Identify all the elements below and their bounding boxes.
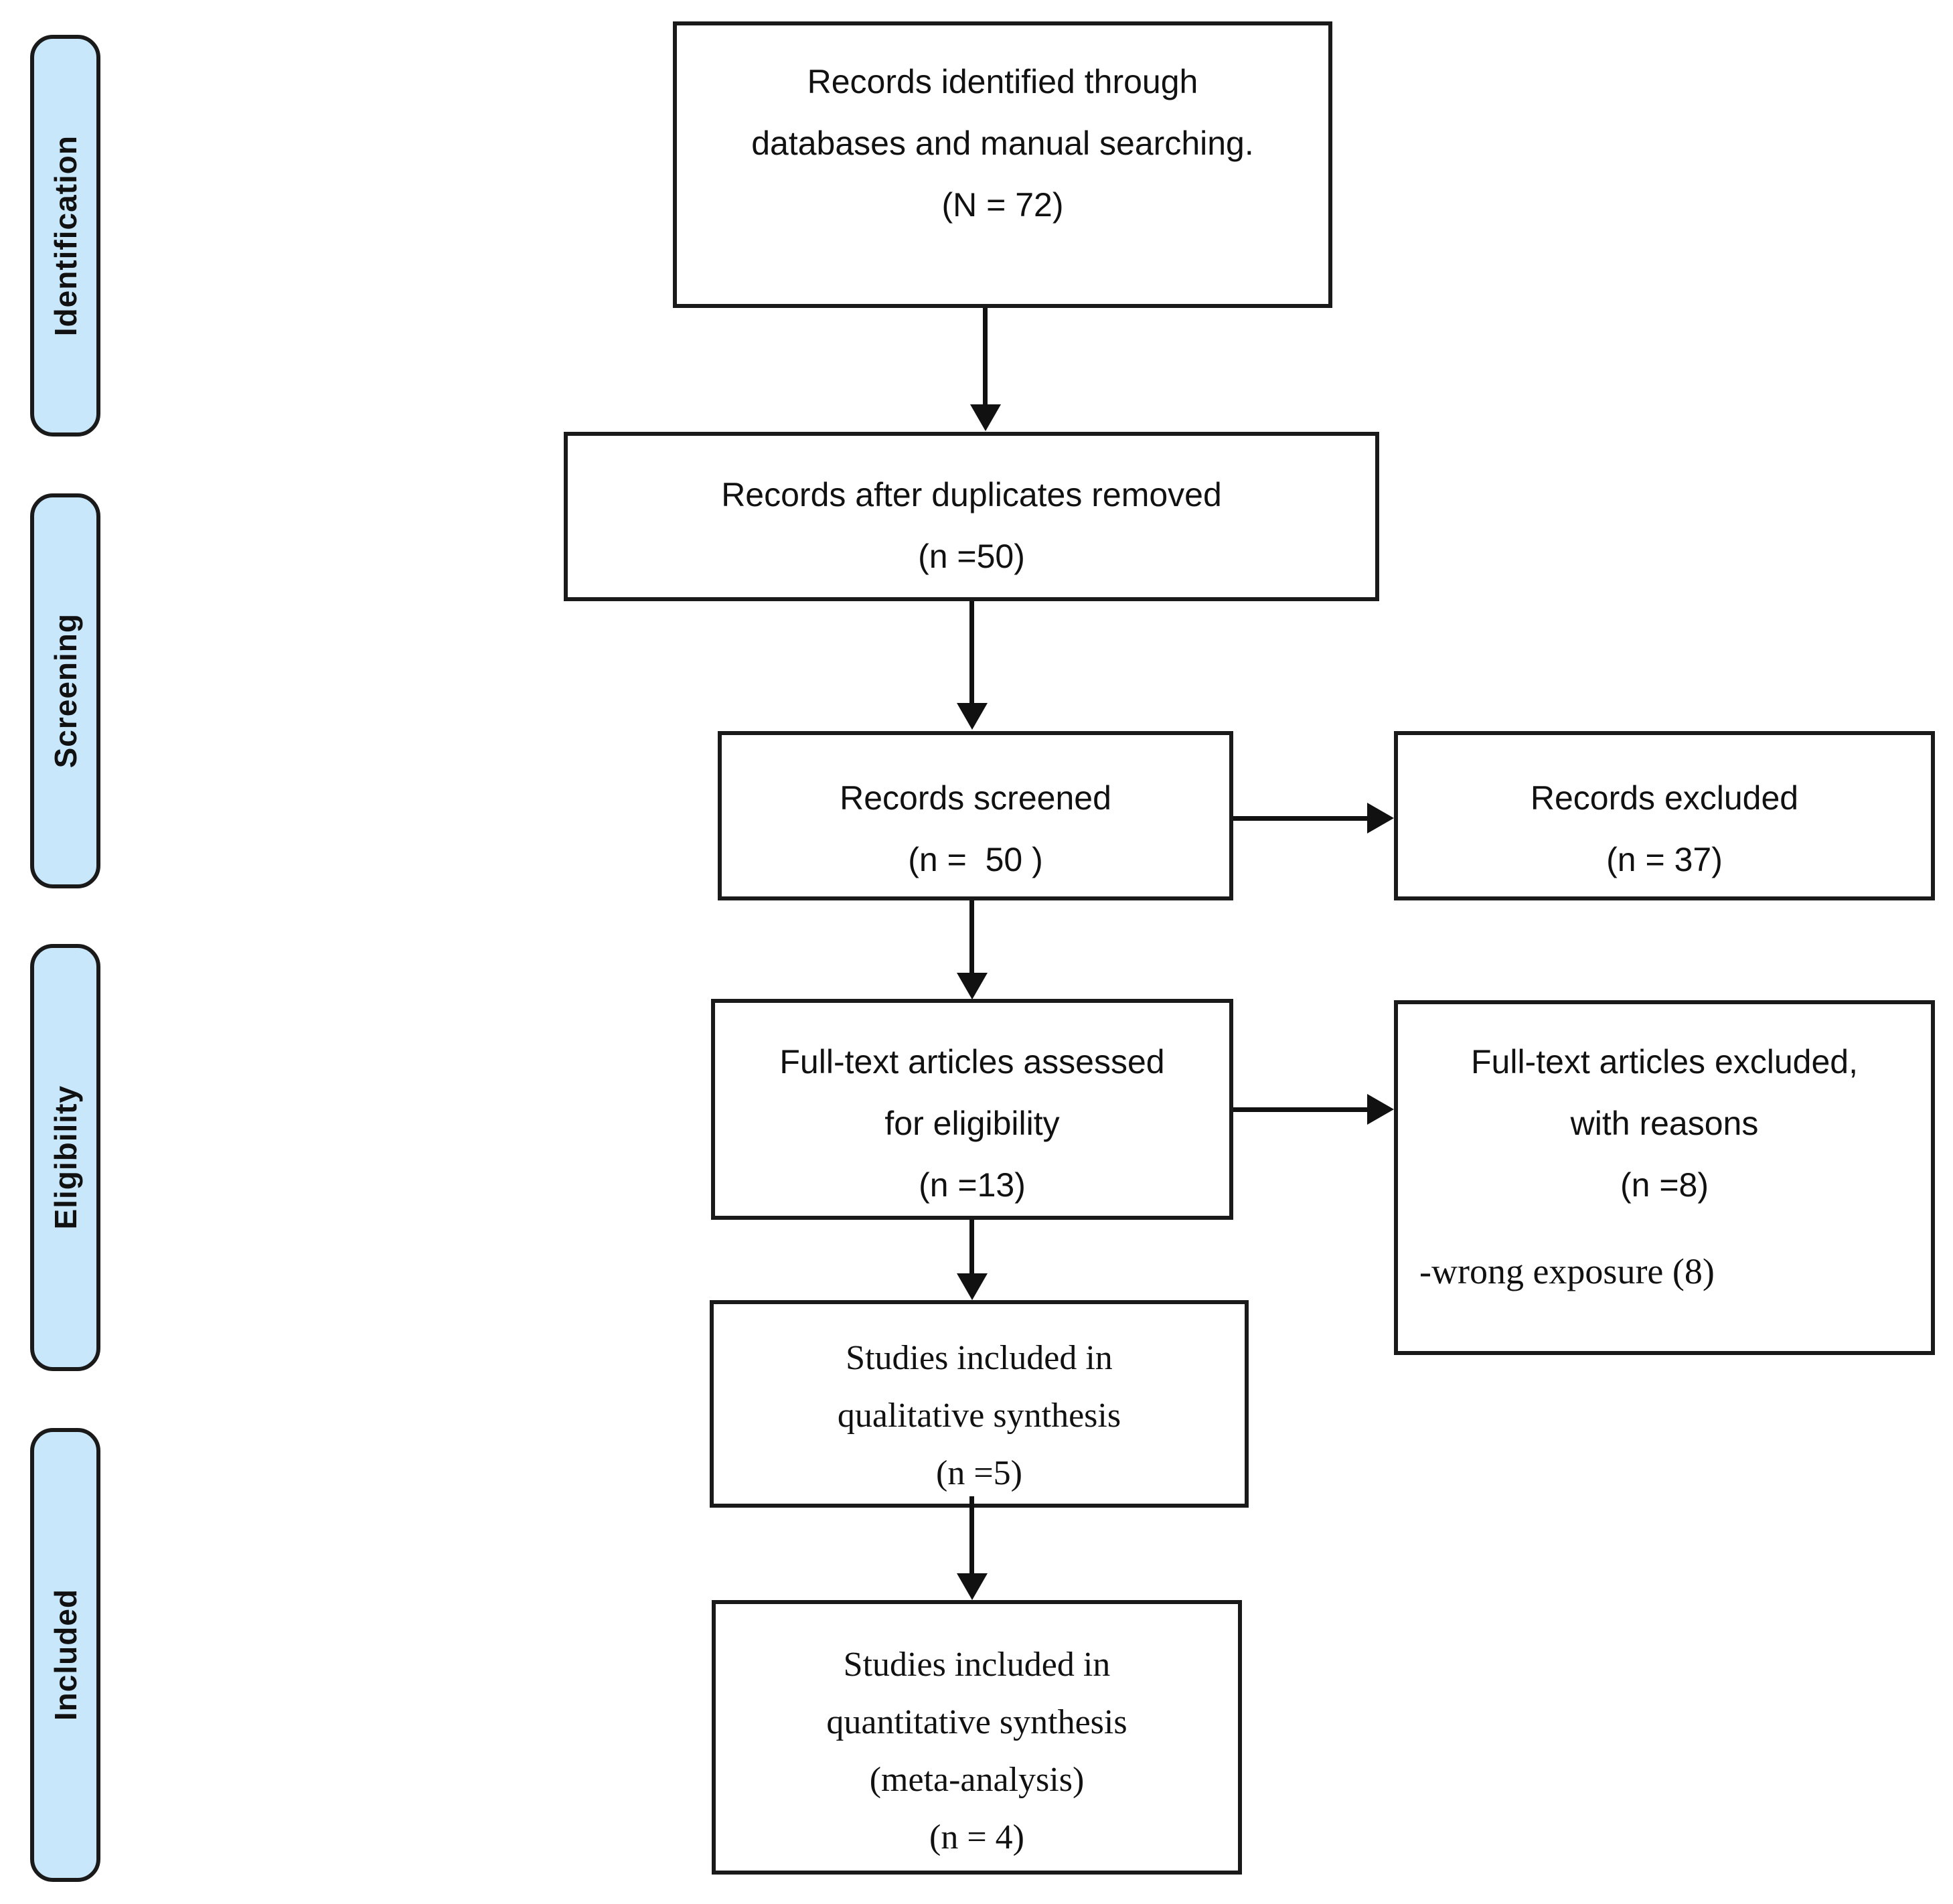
- connector-fulltext-to-qualitative: [969, 1220, 974, 1275]
- stage-screening: Screening: [30, 493, 100, 888]
- box-fulltext-assessed-line-2: for eligibility: [884, 1105, 1060, 1142]
- connector-fulltext-to-excluded: [1233, 1107, 1379, 1112]
- box-records-screened: Records screened (n = 50 ): [718, 731, 1233, 900]
- arrowhead-fulltext-to-qualitative: [957, 1273, 988, 1300]
- box-records-screened-line-2: (n = 50 ): [908, 841, 1043, 878]
- stage-included: Included: [30, 1428, 100, 1882]
- arrowhead-qualitative-to-quantitative: [957, 1573, 988, 1600]
- stage-included-label: Included: [48, 1589, 83, 1721]
- box-fulltext-excluded-line-2: with reasons: [1570, 1105, 1759, 1142]
- box-quantitative-synthesis: Studies included in quantitative synthes…: [712, 1600, 1242, 1875]
- box-records-after-duplicates: Records after duplicates removed (n =50): [564, 432, 1379, 601]
- box-records-identified: Records identified through databases and…: [673, 21, 1332, 308]
- box-fulltext-assessed-line-1: Full-text articles assessed: [779, 1043, 1165, 1081]
- box-records-excluded: Records excluded (n = 37): [1394, 731, 1935, 900]
- connector-screened-to-excluded: [1233, 816, 1379, 821]
- box-records-identified-line-3: (N = 72): [941, 186, 1064, 224]
- connector-screened-to-fulltext: [969, 900, 974, 974]
- box-fulltext-assessed: Full-text articles assessed for eligibil…: [711, 999, 1233, 1220]
- box-records-after-duplicates-line-2: (n =50): [918, 538, 1025, 575]
- stage-identification: Identification: [30, 35, 100, 437]
- box-records-after-duplicates-line-1: Records after duplicates removed: [721, 476, 1222, 513]
- arrowhead-screened-to-excluded: [1367, 803, 1394, 834]
- box-fulltext-assessed-line-3: (n =13): [919, 1166, 1026, 1204]
- box-qualitative-synthesis-line-1: Studies included in: [846, 1339, 1113, 1377]
- stage-eligibility: Eligibility: [30, 944, 100, 1371]
- stage-eligibility-label: Eligibility: [48, 1085, 83, 1230]
- stage-identification-label: Identification: [48, 135, 83, 337]
- stage-screening-label: Screening: [48, 613, 83, 769]
- box-fulltext-excluded-line-1: Full-text articles excluded,: [1470, 1043, 1858, 1081]
- box-fulltext-excluded-reason-1: -wrong exposure (8): [1419, 1251, 1715, 1291]
- box-quantitative-synthesis-line-1: Studies included in: [843, 1646, 1111, 1684]
- connector-identified-to-duplicates: [983, 308, 988, 407]
- box-records-identified-line-2: databases and manual searching.: [751, 125, 1254, 162]
- box-quantitative-synthesis-line-3: (meta-analysis): [869, 1761, 1085, 1799]
- box-qualitative-synthesis: Studies included in qualitative synthesi…: [710, 1300, 1249, 1508]
- arrowhead-identified-to-duplicates: [970, 404, 1001, 431]
- arrowhead-duplicates-to-screened: [957, 703, 988, 730]
- box-qualitative-synthesis-line-2: qualitative synthesis: [837, 1397, 1121, 1435]
- box-records-screened-line-1: Records screened: [840, 779, 1111, 817]
- arrowhead-fulltext-to-excluded: [1367, 1094, 1394, 1125]
- box-records-identified-line-1: Records identified through: [807, 63, 1198, 100]
- box-quantitative-synthesis-line-4: (n = 4): [929, 1818, 1024, 1856]
- connector-duplicates-to-screened: [969, 601, 974, 703]
- box-records-excluded-line-2: (n = 37): [1606, 841, 1723, 878]
- box-fulltext-excluded: Full-text articles excluded, with reason…: [1394, 1000, 1935, 1355]
- box-quantitative-synthesis-line-2: quantitative synthesis: [826, 1703, 1127, 1741]
- box-records-excluded-line-1: Records excluded: [1530, 779, 1799, 817]
- box-fulltext-excluded-line-3: (n =8): [1620, 1166, 1709, 1204]
- box-qualitative-synthesis-line-3: (n =5): [936, 1454, 1022, 1492]
- connector-qualitative-to-quantitative: [969, 1496, 974, 1575]
- arrowhead-screened-to-fulltext: [957, 973, 988, 1000]
